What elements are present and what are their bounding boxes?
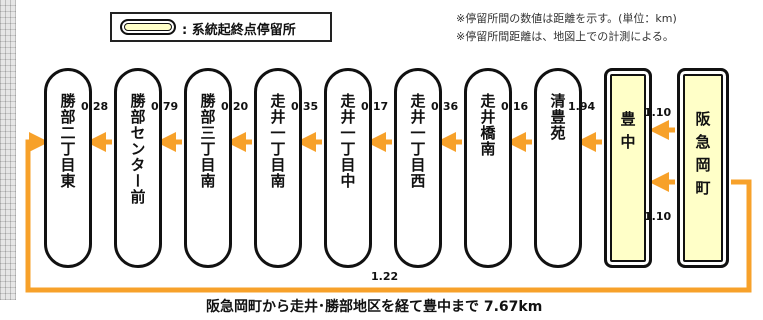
distance-label: 1.22 — [371, 270, 399, 283]
distance-label: 0.16 — [501, 100, 529, 113]
legend: : 系統起終点停留所 — [110, 12, 332, 42]
distance-label: 1.10 — [644, 106, 672, 119]
distance-label: 0.20 — [221, 100, 249, 113]
route-caption: 阪急岡町から走井･勝部地区を経て豊中まで 7.67km — [206, 299, 543, 315]
stop-katsube-center-mae: 勝部センター前 — [114, 68, 162, 268]
distance-label: 0.28 — [81, 100, 109, 113]
stop-label: 勝部センター前 — [128, 93, 147, 205]
note-distance-unit: ※停留所間の数値は距離を示す。(単位：km) — [456, 12, 677, 25]
stop-toyonaka-terminal: 豊中 — [604, 68, 652, 268]
stop-hashirii-1chome-naka: 走井一丁目中 — [324, 68, 372, 268]
stop-hankyu-okamachi-terminal: 阪急岡町 — [677, 68, 729, 268]
stop-label: 阪急岡町 — [693, 111, 712, 203]
stop-label: 豊中 — [618, 111, 637, 157]
stop-hashirii-1chome-nishi: 走井一丁目西 — [394, 68, 442, 268]
distance-label: 1.10 — [644, 210, 672, 223]
stop-label: 走井一丁目西 — [408, 93, 427, 189]
stop-hashirii-1chome-minami: 走井一丁目南 — [254, 68, 302, 268]
distance-label: 0.35 — [291, 100, 319, 113]
legend-terminal-swatch — [120, 19, 176, 35]
stop-label: 走井一丁目中 — [338, 93, 357, 189]
distance-label: 0.17 — [361, 100, 389, 113]
legend-label: : 系統起終点停留所 — [182, 23, 296, 38]
distance-label: 0.79 — [151, 100, 179, 113]
stop-label: 清豊苑 — [548, 93, 567, 141]
stop-hashirii-bashi-minami: 走井橋南 — [464, 68, 512, 268]
stop-label: 勝部三丁目南 — [198, 93, 217, 189]
stop-label: 走井橋南 — [478, 93, 497, 157]
stop-label: 走井一丁目南 — [268, 93, 287, 189]
distance-label: 0.36 — [431, 100, 459, 113]
stop-label: 勝部二丁目東 — [58, 93, 77, 189]
distance-label: 1.94 — [568, 100, 596, 113]
route-loop — [25, 132, 752, 293]
note-measurement: ※停留所間距離は、地図上での計測による。 — [456, 30, 674, 43]
stop-katsube-2chome-higashi: 勝部二丁目東 — [44, 68, 92, 268]
stop-katsube-3chome-minami: 勝部三丁目南 — [184, 68, 232, 268]
map-background — [0, 0, 16, 300]
stop-seihoen: 清豊苑 — [534, 68, 582, 268]
